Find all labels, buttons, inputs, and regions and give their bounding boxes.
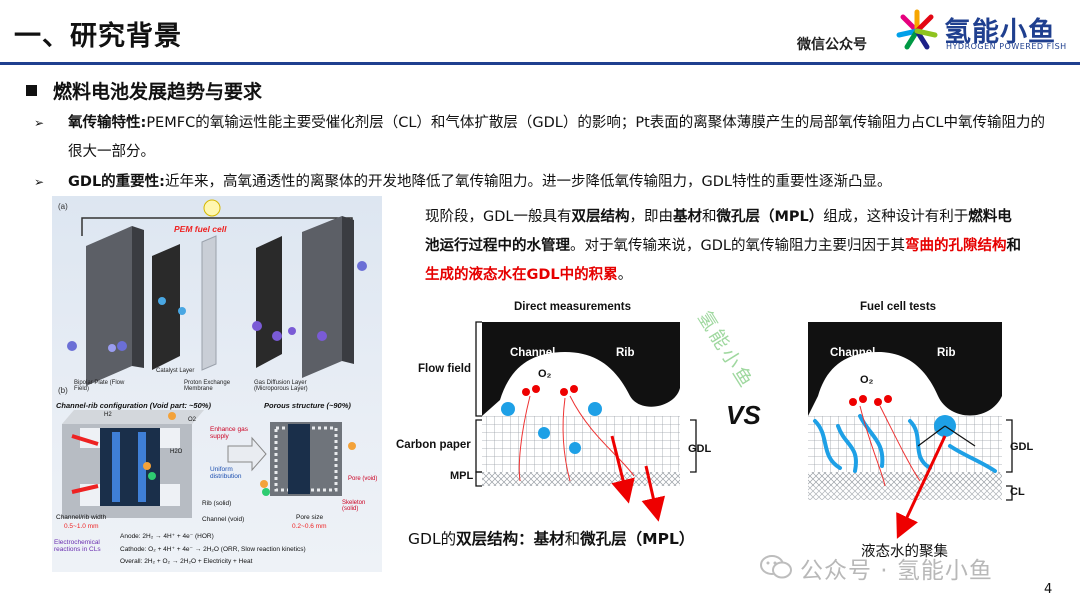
footer-watermark: 公众号 · 氢能小鱼 [800,558,993,584]
pore-label: Pore (void) [348,476,378,482]
anode-equation: Anode: 2H₂ → 4H⁺ + 4e⁻ (HOR) [120,533,214,540]
panel-a-label: (a) [58,202,68,211]
fuel-cell-illustration [62,199,367,518]
page-title: 一、研究背景 [14,21,182,52]
pem-label: Proton Exchange Membrane [184,380,231,392]
header-divider [0,62,1080,65]
bullet-text: PEMFC的氧输运性能主要受催化剂层（CL）和气体扩散层（GDL）的影响；Pt表… [68,115,1046,160]
para-highlight: 弯曲的孔隙结构 [904,238,1007,254]
brand-name: 氢能小鱼 [944,17,1056,48]
mpl-label: MPL [450,470,474,482]
pore-size-value: 0.2~0.6 mm [292,523,327,530]
caption-liquid-water: 液态水的聚集 [861,544,948,560]
fuel-cell-tests-label: Fuel cell tests [860,301,937,313]
o2-label-left: O₂ [538,368,552,380]
catalyst-layer-label: Catalyst Layer [156,368,195,374]
channel-width-value: 0.5~1.0 mm [64,523,99,530]
caption-bold: 双层结构 [456,530,519,548]
brand-subtitle: HYDROGEN POWERED FISH [946,42,1067,51]
page-number: 4 [1044,582,1053,597]
arrow-bullet-icon: ➢ [34,175,45,189]
cl-label: CL [1010,486,1025,498]
para-bold: 燃料电池运行过程中的水管理 [425,209,1012,254]
section-heading: 燃料电池发展趋势与要求 [26,77,262,104]
flow-field-label: Flow field [418,363,472,375]
h2-label: H2 [104,412,112,418]
para-text: ，即由 [629,209,673,225]
vs-label: VS [726,400,761,430]
para-text: 。 [617,267,633,283]
para-highlight: 生成的液态水在GDL中的积累 [425,267,618,283]
arrow-bullet-icon: ➢ [34,116,45,130]
gdl-paragraph: 现阶段，GDL一般具有双层结构，即由基材和微孔层（MPL）组成，这种设计有利于燃… [425,203,1025,290]
para-text: 。对于氧传输来说，GDL的氧传输阻力主要归因于其 [570,238,905,254]
bipolar-plate-label: Bipolar Plate (Flow Field) [74,380,125,392]
gdl-schematic [475,321,1013,539]
panel-b-label: (b) [58,386,68,395]
bullet-text: 近年来，高氧通透性的离聚体的开发地降低了氧传输阻力。进一步降低氧传输阻力，GDL… [164,174,892,190]
section-heading-text: 燃料电池发展趋势与要求 [53,81,263,103]
pem-fuel-cell-figure: (a) PEM fuel cell Catalyst Layer Bipolar… [52,196,382,572]
overall-equation: Overall: 2H₂ + O₂ → 2H₂O + Electricity +… [120,558,253,565]
o2-label-right: O₂ [860,374,874,386]
bullet-label: 氧传输特性: [68,115,147,131]
caption-gdl-structure: GDL的双层结构：基材和微孔层（MPL） [408,527,694,549]
channel-label-left: Channel [510,347,556,359]
brand-logo [896,9,938,50]
para-text: 组成，这种设计有利于 [823,209,969,225]
wechat-label: 微信公众号 [797,37,867,53]
fuel-cell-title: PEM fuel cell [174,224,227,234]
direct-measurements-label: Direct measurements [514,301,631,313]
channel-label: Channel (void) [202,516,245,523]
pore-size-label: Pore size [296,514,324,521]
bullet-gdl-importance: ➢ GDL的重要性:近年来，高氧通透性的离聚体的开发地降低了氧传输阻力。进一步降… [34,168,1054,197]
para-bold: 双层结构 [571,209,630,225]
caption-bold: 基材 [533,530,565,548]
para-bold: 基材 [672,209,702,225]
para-text: 现阶段，GDL一般具有 [425,209,572,225]
skeleton-label: Skeleton (solid) [342,500,366,512]
carbon-paper-label: Carbon paper [396,439,471,451]
channel-label-right: Channel [830,347,876,359]
gdl-label: Gas Diffusion Layer (Microporous Layer) [254,380,308,392]
gdl-label-right: GDL [1010,441,1034,453]
caption-text: GDL的 [408,530,457,548]
wechat-icon [760,555,792,579]
caption-text: ： [518,530,534,548]
para-bold: 和 [1006,238,1021,254]
para-text: 和 [701,209,717,225]
porous-structure-label: Porous structure (~90%) [264,401,351,410]
cathode-equation: Cathode: O₂ + 4H⁺ + 4e⁻ → 2H₂O (ORR, Slo… [120,546,306,553]
rib-label-left: Rib [616,347,635,359]
gdl-label-left: GDL [688,443,712,455]
channel-width-label: Channel/rib width [56,514,107,521]
bullet-oxygen-transport: ➢ 氧传输特性:PEMFC的氧输运性能主要受催化剂层（CL）和气体扩散层（GDL… [34,109,1054,167]
bullet-label: GDL的重要性: [68,174,165,190]
caption-bold: 微孔层（MPL） [580,530,695,548]
o2-label: O2 [188,417,197,423]
rib-label: Rib (solid) [202,500,232,507]
uniform-label: Uniform distribution [210,466,242,480]
caption-text: 和 [564,530,581,548]
gdl-oxygen-diagram: Direct measurements Fuel cell tests Chan… [390,296,1080,546]
h2o-label: H2O [170,449,183,455]
enhance-label: Enhance gas supply [210,426,248,440]
electrochem-label: Electrochemical reactions in CLs [54,539,101,553]
para-bold: 微孔层（MPL） [716,209,824,225]
rib-label-right: Rib [937,347,956,359]
channel-rib-label: Channel-rib configuration (Void part: ~5… [56,401,211,410]
square-bullet-icon [26,85,37,96]
